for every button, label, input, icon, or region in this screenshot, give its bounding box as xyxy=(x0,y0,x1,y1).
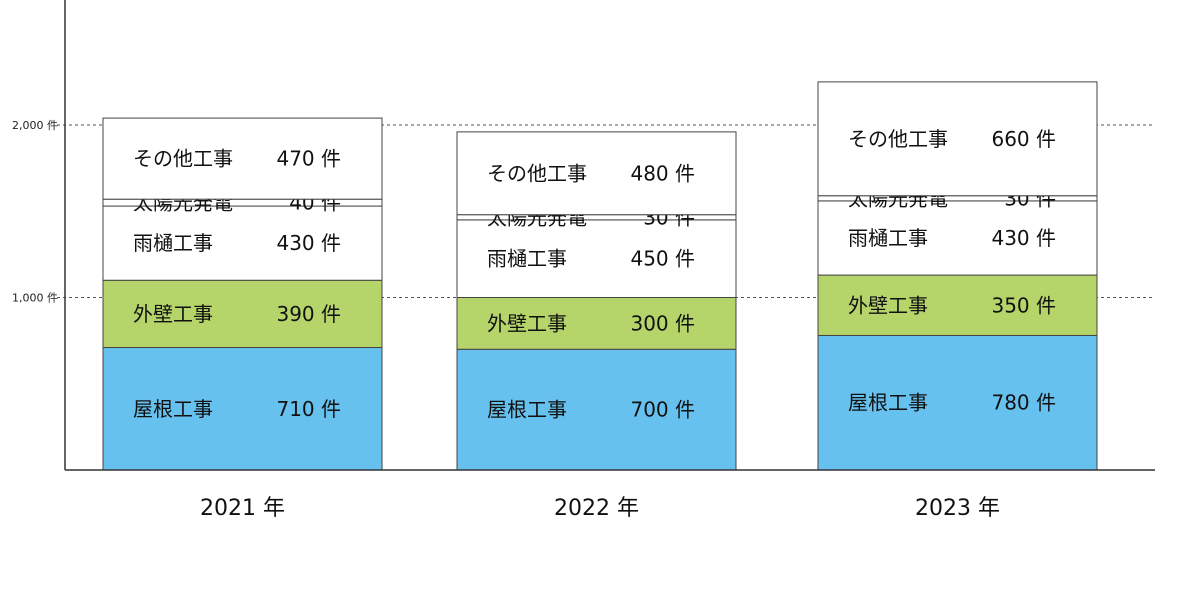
bar-segment xyxy=(102,117,383,200)
segment-name-label: その他工事 xyxy=(487,161,587,185)
bar-segment xyxy=(102,205,383,281)
data-label: 300 件 xyxy=(630,311,695,335)
bar-segment xyxy=(456,219,737,298)
segment-name-label: 雨樋工事 xyxy=(487,247,567,271)
segment-name-label: 外壁工事 xyxy=(487,311,567,335)
segment-name-label: 雨樋工事 xyxy=(133,231,213,255)
bar-segment xyxy=(817,334,1098,471)
data-label: 780 件 xyxy=(991,391,1056,415)
data-label: 470 件 xyxy=(276,147,341,171)
data-label: 710 件 xyxy=(276,397,341,421)
y-tick-label: 2,000 件 xyxy=(12,119,58,132)
data-label: 430 件 xyxy=(991,226,1056,250)
data-label: 480 件 xyxy=(630,161,695,185)
data-label: 390 件 xyxy=(276,302,341,326)
x-tick-label: 2021 年 xyxy=(200,496,285,521)
data-label: 700 件 xyxy=(630,398,695,422)
segment-name-label: 屋根工事 xyxy=(848,391,928,415)
bar-segment xyxy=(456,348,737,471)
x-tick-label: 2023 年 xyxy=(915,496,1000,521)
segment-name-label: 屋根工事 xyxy=(133,397,213,421)
data-label: 430 件 xyxy=(276,231,341,255)
data-label: 450 件 xyxy=(630,247,695,271)
bar-segment xyxy=(456,131,737,216)
segment-name-label: 外壁工事 xyxy=(133,302,213,326)
segment-name-label: その他工事 xyxy=(133,147,233,171)
data-label: 660 件 xyxy=(991,127,1056,151)
segment-name-label: 外壁工事 xyxy=(848,293,928,317)
bar-segment xyxy=(102,347,383,471)
segment-name-label: 雨樋工事 xyxy=(848,226,928,250)
axes: 1,000 件 2,000 件 2021 年 2022 年 2023 年 xyxy=(12,0,1155,521)
bar-segment xyxy=(456,297,737,350)
bar-segment xyxy=(817,200,1098,276)
data-label: 350 件 xyxy=(991,293,1056,317)
bar-segment xyxy=(817,81,1098,197)
segment-name-label: 屋根工事 xyxy=(487,398,567,422)
y-tick-label: 1,000 件 xyxy=(12,292,58,305)
x-tick-label: 2022 年 xyxy=(554,496,639,521)
segment-name-label: その他工事 xyxy=(848,127,948,151)
